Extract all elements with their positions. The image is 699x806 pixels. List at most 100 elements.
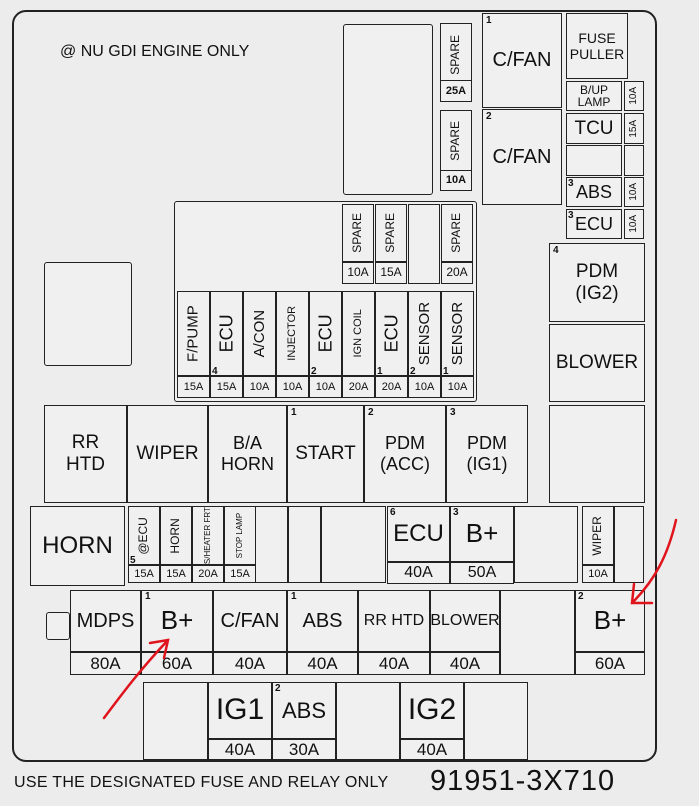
fuse-a-con-mini: A/CON (243, 291, 276, 376)
footer-note: USE THE DESIGNATED FUSE AND RELAY ONLY (14, 774, 389, 791)
fuse-spare-20a-mini: SPARE (441, 204, 473, 262)
fuse-stop-lamp-small: STOP LAMP (224, 506, 256, 565)
fuse-spare-25a-amp: 25A (440, 80, 472, 102)
fuse-f-pump-mini: F/PUMP (177, 291, 210, 376)
relay-cfan-1: 1 C/FAN (482, 13, 562, 108)
fuse-amp-mini: 10A (243, 376, 276, 398)
fuse-abs-10a-amp: 10A (624, 177, 644, 207)
fuse-bup-lamp-amp: 10A (624, 81, 644, 111)
fuse-blank-r6-1 (143, 682, 208, 760)
fuse-blank-r4-2 (288, 506, 321, 583)
fuse-small-amp: 20A (192, 565, 224, 583)
fuse-bplus-50a-amp: 50A (450, 562, 514, 584)
fuse-spare-10a-mini: SPARE (342, 204, 374, 262)
fuse-spare-10a-amp: 10A (440, 170, 472, 191)
fuse-amp-mini: 10A (309, 376, 342, 398)
fuse-ecu-10a-amp: 10A (624, 209, 644, 239)
engine-note: @ NU GDI ENGINE ONLY (60, 43, 250, 60)
fuse-spare-amp-mini: 10A (342, 262, 374, 284)
fuse--ecu-small: 5@ECU (128, 506, 160, 566)
fuse-wiper-10a: WIPER (582, 506, 614, 565)
fuse-amp-mini: 20A (375, 376, 408, 398)
blank-block-top (343, 24, 433, 195)
fuse-blank-r4-3 (321, 506, 386, 583)
fuse-mdps-80a: MDPS (70, 590, 141, 652)
relay-cfan-2: 2 C/FAN (482, 109, 562, 205)
fuse-ig2-40a-amp: 40A (400, 739, 464, 760)
fuse-amp-mini: 10A (276, 376, 309, 398)
fuse-ecu-40a: 6 ECU (387, 506, 450, 562)
fuse-amp: 40A (358, 652, 430, 675)
fuse-blank-mini (408, 204, 440, 284)
fuse-small-amp: 15A (160, 565, 192, 583)
fuse-puller: FUSE PULLER (566, 13, 628, 79)
fuse-abs-30a-amp: 30A (272, 739, 336, 760)
fuse-abs-30a: 2 ABS (272, 682, 336, 739)
fuse-ig2-40a: IG2 (400, 682, 464, 739)
fuse-tcu-amp: 15A (624, 113, 644, 144)
fuse-s-heater-frt-small: S/HEATER FRT (192, 506, 224, 565)
part-number: 91951-3X710 (430, 765, 616, 797)
fuse-bup-lamp: B/UP LAMP (566, 81, 622, 111)
fuse-c-fan-40a: C/FAN (213, 590, 287, 652)
fuse-blower-40a: BLOWER (430, 590, 500, 652)
fuse-ecu-10a: 3 ECU (566, 209, 622, 239)
fuse-blank-r6-2 (336, 682, 400, 760)
relay-b-a-horn: B/A HORN (208, 405, 287, 503)
fuse-blank-r5 (500, 590, 575, 675)
fuse-wiper-10a-amp: 10A (582, 565, 614, 583)
fuse-injector-mini: INJECTOR (276, 291, 309, 376)
relay-wiper: WIPER (127, 405, 208, 503)
fuse-rr-htd-40a: RR HTD (358, 590, 430, 652)
fuse-small-amp: 15A (224, 565, 256, 583)
fuse-blank-r4-4 (514, 506, 578, 583)
fuse-blank-r4-1 (255, 506, 288, 583)
fuse-amp-mini: 15A (177, 376, 210, 398)
fuse-spare-amp-mini: 15A (375, 262, 407, 284)
fuse-blank-r6-3 (464, 682, 528, 760)
fuse-ecu-40a-amp: 40A (387, 562, 450, 584)
connector-tab (46, 612, 70, 640)
fuse-bplus-60a-2-amp: 60A (575, 652, 645, 675)
fuse-blank-r4-5 (614, 506, 644, 583)
fuse-amp-mini: 10A (408, 376, 441, 398)
relay-horn: HORN (30, 506, 125, 586)
red-arrow-right (630, 518, 678, 605)
fuse-bplus-50a: 3 B+ (450, 506, 514, 562)
fuse-horn-small: HORN (160, 506, 192, 565)
fuse-amp: 60A (141, 652, 213, 675)
fuse-tcu: TCU (566, 113, 622, 144)
fuse-ig1-40a: IG1 (208, 682, 272, 739)
fuse-spare-15a-mini: SPARE (375, 204, 407, 262)
relay-rr-htd: RR HTD (44, 405, 127, 503)
fuse-amp-mini: 10A (441, 376, 474, 398)
fuse-amp: 40A (430, 652, 500, 675)
fuse-abs-10a: 3 ABS (566, 177, 622, 207)
fuse-amp: 80A (70, 652, 141, 675)
fuse-ign-coil-mini: IGN COIL (342, 291, 375, 376)
fuse-amp: 40A (287, 652, 358, 675)
fuse-spare-amp-mini: 20A (441, 262, 473, 284)
red-arrow-left (102, 638, 170, 720)
fuse-blank-slot-amp (624, 145, 644, 176)
fuse-small-amp: 15A (128, 565, 160, 583)
fuse-amp-mini: 20A (342, 376, 375, 398)
fuse-blank-slot (566, 145, 622, 176)
blank-block-left (44, 262, 132, 366)
fuse-ig1-40a-amp: 40A (208, 739, 272, 760)
relay-pdm-ig2: 4 PDM (IG2) (549, 243, 645, 322)
relay-blank-right (549, 405, 645, 503)
relay-blower: BLOWER (549, 324, 645, 402)
fuse-amp: 40A (213, 652, 287, 675)
fuse-amp-mini: 15A (210, 376, 243, 398)
